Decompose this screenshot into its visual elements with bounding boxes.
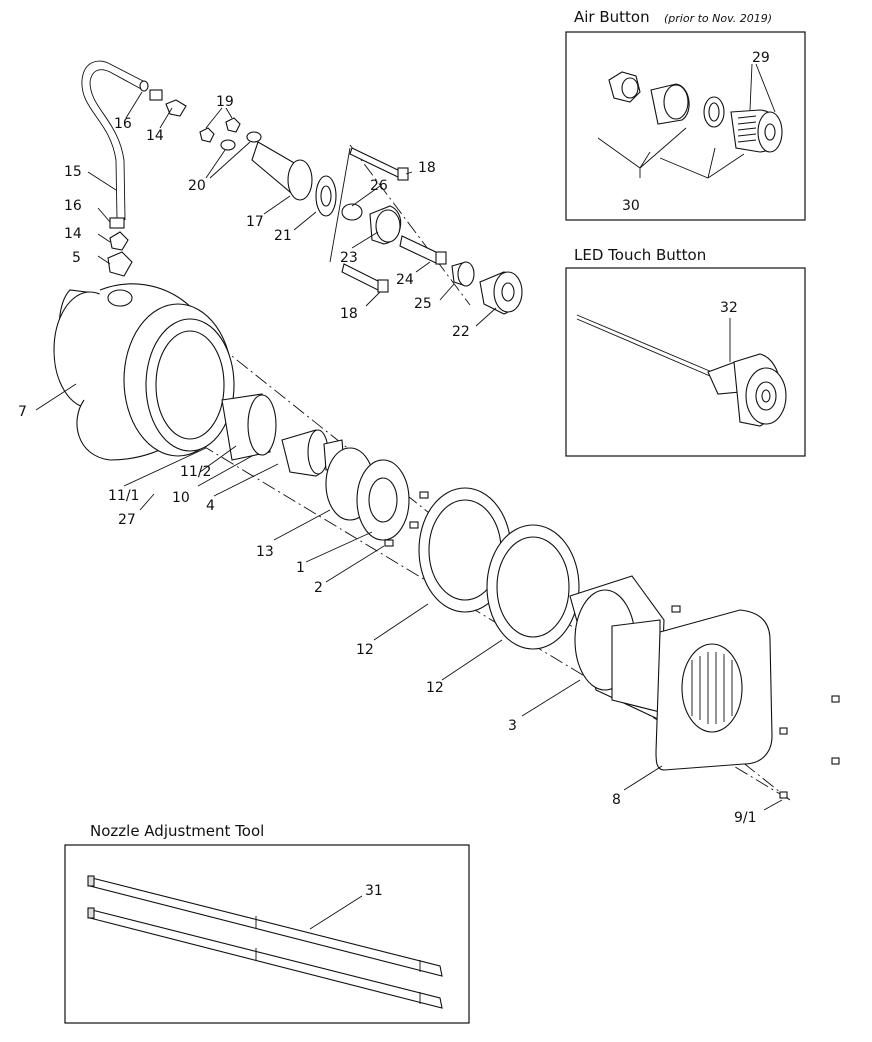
callout-15: 15 (64, 164, 82, 180)
callout-18b: 18 (340, 306, 358, 322)
callout-27: 27 (118, 512, 136, 528)
callout-16b: 16 (64, 198, 82, 214)
callout-22: 22 (452, 324, 470, 340)
callout-1: 1 (296, 560, 305, 576)
gaskets (418, 487, 580, 650)
callout-17: 17 (246, 214, 264, 230)
callout-4: 4 (206, 498, 215, 514)
nuts-washers (199, 107, 262, 179)
callout-29: 29 (752, 50, 770, 66)
air-button-title: Air Button (574, 8, 650, 26)
faceplate-assembly (569, 575, 840, 799)
callout-5: 5 (72, 250, 81, 266)
air-button-subtitle: (prior to Nov. 2019) (664, 12, 772, 25)
air-hose-assembly (81, 60, 187, 277)
callout-10: 10 (172, 490, 190, 506)
callout-3: 3 (508, 718, 517, 734)
callout-30: 30 (622, 198, 640, 214)
callout-7: 7 (18, 404, 27, 420)
callout-16a: 16 (114, 116, 132, 132)
callout-2: 2 (314, 580, 323, 596)
callout-21: 21 (274, 228, 292, 244)
air-button-panel (565, 31, 806, 221)
callout-12a: 12 (356, 642, 374, 658)
callout-13: 13 (256, 544, 274, 560)
callout-20: 20 (188, 178, 206, 194)
air-injector-assembly (251, 141, 409, 293)
nozzle-tool-title: Nozzle Adjustment Tool (90, 822, 264, 840)
internal-insert (221, 393, 345, 477)
callout-11-2: 11/2 (180, 464, 211, 480)
callout-12b: 12 (426, 680, 444, 696)
nozzle-tool-part (87, 875, 443, 1009)
callout-8: 8 (612, 792, 621, 808)
nozzle-tool-panel (64, 844, 470, 1024)
led-button-title: LED Touch Button (574, 246, 706, 264)
callout-24: 24 (396, 272, 414, 288)
air-button-parts (597, 63, 783, 179)
callout-14a: 14 (146, 128, 164, 144)
led-button-panel (565, 267, 806, 457)
callout-18a: 18 (418, 160, 436, 176)
callout-25: 25 (414, 296, 432, 312)
led-button-part (576, 314, 787, 427)
callout-19: 19 (216, 94, 234, 110)
callout-31: 31 (365, 883, 383, 899)
leader-lines (35, 91, 783, 811)
nozzle-parts (369, 205, 523, 315)
callout-11-1: 11/1 (108, 488, 139, 504)
jet-housing (53, 283, 235, 461)
callout-9-1: 9/1 (734, 810, 757, 826)
callout-23: 23 (340, 250, 358, 266)
callout-14b: 14 (64, 226, 82, 242)
flange-parts (325, 447, 429, 547)
callout-32: 32 (720, 300, 738, 316)
callout-26: 26 (370, 178, 388, 194)
